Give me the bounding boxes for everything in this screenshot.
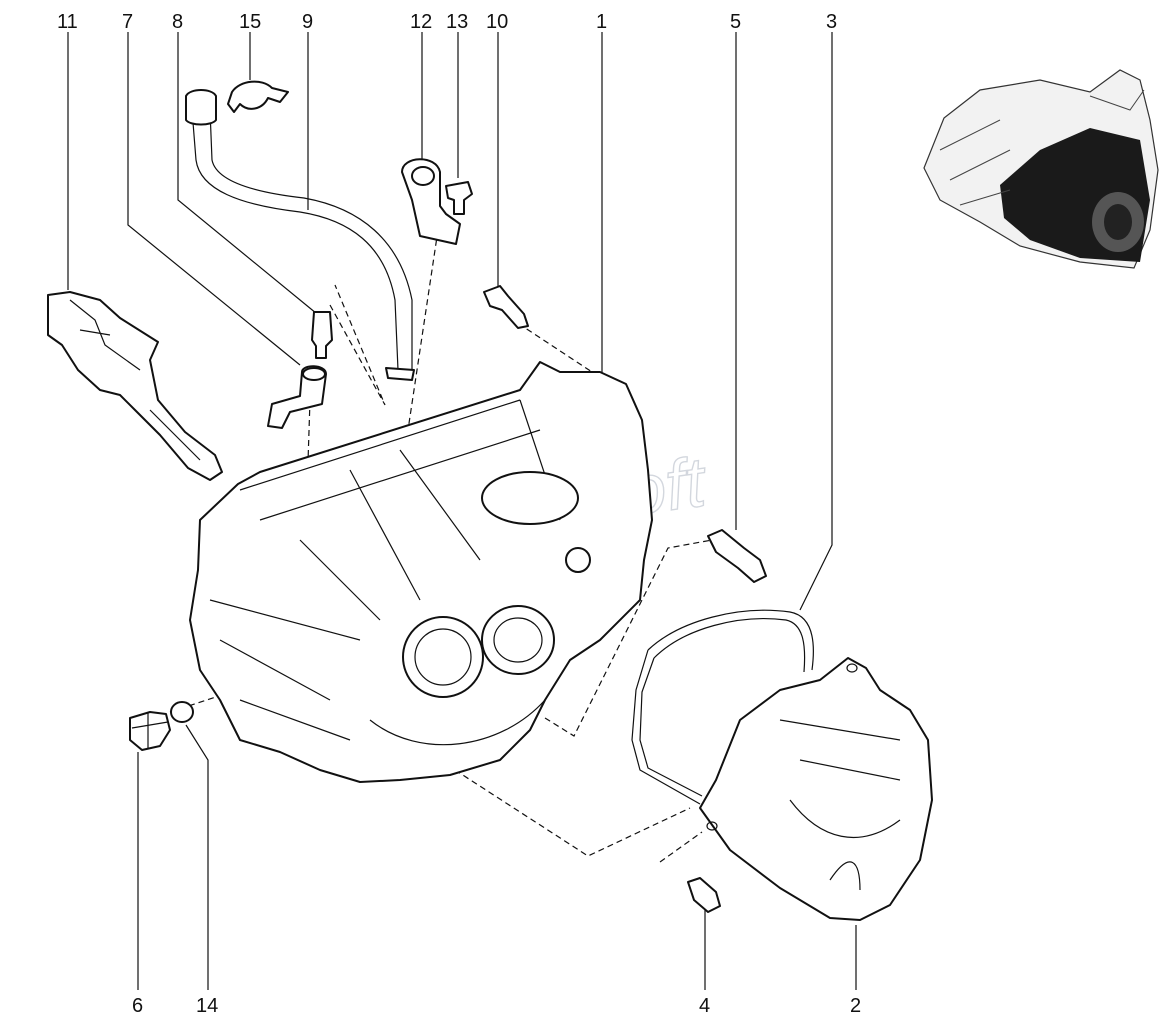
part-5-sensor [707, 529, 767, 583]
location-inset-gearbox [923, 69, 1159, 269]
callout-7: 7 [122, 11, 133, 33]
callout-8: 8 [172, 11, 183, 33]
part-1-gearbox-housing [189, 361, 653, 783]
callout-5: 5 [730, 11, 741, 33]
part-12-bracket [401, 158, 461, 245]
part-8-fitting [311, 311, 333, 359]
part-7-elbow-pipe [267, 365, 327, 429]
callout-9: 9 [302, 11, 313, 33]
part-4-bolt [687, 877, 721, 913]
callout-labels: 11 7 8 15 9 12 13 10 1 5 3 6 14 4 2 [57, 11, 861, 1017]
part-13-bolt [445, 181, 473, 215]
part-11-bracket [47, 291, 223, 481]
part-14-seal-ring [170, 701, 194, 723]
leader-lines [67, 32, 857, 990]
part-15-clip [227, 80, 289, 113]
part-2-cover [699, 657, 933, 921]
callout-15: 15 [239, 11, 261, 33]
part-3-gasket [631, 609, 814, 805]
part-9-breather-hose [185, 89, 415, 381]
callout-2: 2 [850, 995, 861, 1017]
callout-12: 12 [410, 11, 432, 33]
part-6-drain-plug [129, 711, 171, 751]
callout-6: 6 [132, 995, 143, 1017]
callout-4: 4 [699, 995, 710, 1017]
callout-1: 1 [596, 11, 607, 33]
callout-3: 3 [826, 11, 837, 33]
callout-13: 13 [446, 11, 468, 33]
callout-10: 10 [486, 11, 508, 33]
callout-14: 14 [196, 995, 218, 1017]
part-10-bolt [483, 285, 529, 329]
callout-11: 11 [57, 11, 78, 33]
